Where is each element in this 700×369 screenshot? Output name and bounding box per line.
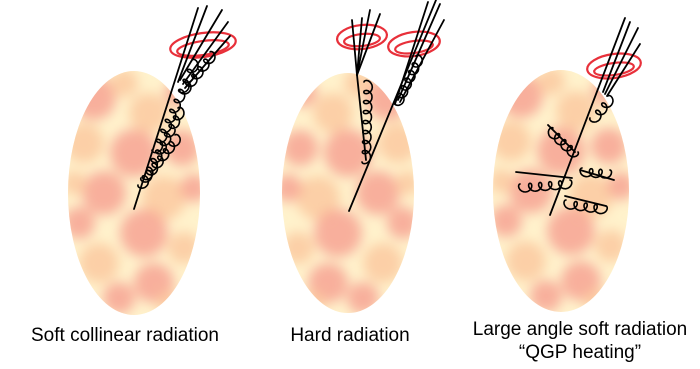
caption-line: Hard radiation	[250, 324, 450, 347]
caption-large-angle: Large angle soft radiation “QGP heating”	[460, 318, 700, 364]
medium-texture-blob	[314, 209, 362, 257]
medium-texture-blob	[491, 121, 531, 161]
medium-texture-blob	[595, 230, 627, 262]
medium-texture-blob	[110, 69, 138, 97]
caption-line: “QGP heating”	[460, 341, 700, 364]
medium-texture-blob	[489, 169, 513, 193]
medium-texture-blob	[396, 171, 420, 195]
medium-texture-blob	[64, 123, 104, 163]
caption-line: Soft collinear radiation	[0, 324, 250, 347]
medium-texture-blob	[490, 205, 522, 237]
medium-texture-blob	[63, 207, 95, 239]
panel-hard	[274, 0, 444, 315]
medium-texture-blob	[313, 93, 353, 133]
medium-texture-blob	[120, 209, 168, 257]
medium-texture-blob	[79, 243, 119, 283]
medium-texture-blob	[274, 174, 302, 202]
medium-texture-blob	[499, 74, 543, 118]
medium-texture-blob	[537, 67, 565, 95]
medium-texture-blob	[82, 171, 126, 215]
caption-soft-collinear: Soft collinear radiation	[0, 324, 250, 347]
medium-texture-blob	[129, 93, 169, 133]
medium-texture-blob	[62, 171, 86, 195]
medium-texture-blob	[157, 291, 181, 315]
medium-texture-blob	[103, 282, 135, 314]
medium-texture-blob	[282, 130, 318, 166]
medium-texture-blob	[72, 76, 116, 120]
caption-hard: Hard radiation	[250, 324, 450, 347]
medium-texture-blob	[530, 280, 562, 312]
qgp-medium	[62, 69, 208, 315]
medium-texture-blob	[289, 79, 317, 107]
medium-texture-blob	[547, 207, 595, 255]
medium-texture-blob	[537, 127, 585, 175]
medium-texture-blob	[347, 282, 379, 314]
caption-line: Large angle soft radiation	[460, 318, 700, 341]
medium-texture-blob	[584, 289, 608, 313]
panel-soft-collinear	[62, 6, 237, 315]
medium-texture-blob	[363, 243, 403, 283]
medium-texture-blob	[607, 172, 635, 200]
medium-texture-blob	[506, 241, 546, 281]
medium-texture-blob	[168, 232, 200, 264]
medium-texture-blob	[301, 291, 325, 315]
medium-texture-blob	[387, 207, 419, 239]
panel-large-angle	[489, 18, 642, 313]
medium-texture-blob	[110, 129, 158, 177]
medium-texture-blob	[591, 128, 627, 164]
qgp-medium	[489, 67, 635, 313]
medium-texture-blob	[282, 232, 314, 264]
medium-texture-blob	[308, 263, 348, 303]
medium-texture-blob	[378, 123, 418, 163]
medium-texture-blob	[180, 174, 208, 202]
